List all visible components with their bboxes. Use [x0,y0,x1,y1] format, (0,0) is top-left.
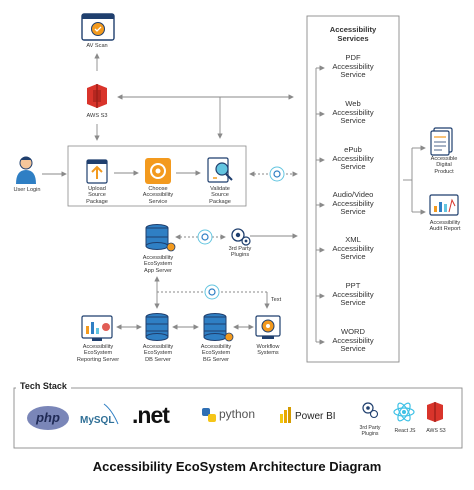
service-word: WORD Accessibility Service [332,327,374,354]
workflow-icon [255,315,281,339]
service-web: Web Accessibility Service [332,99,374,126]
page-title: Accessibility EcoSystem Architecture Dia… [92,459,382,474]
db-server-label: Accessibility EcoSystem DB Server [142,344,174,363]
services-box [306,15,400,363]
av-scan-label: AV Scan [86,43,108,49]
tech-stack-box [13,387,463,449]
mysql-logo-text: MySQL [80,415,115,426]
user-login-label: User Login [13,187,41,193]
aws-s3-icon [87,84,107,108]
upload-label: Upload Source Package [86,186,108,205]
text-label: Text [270,297,282,303]
mysql-logo-icon [103,403,119,425]
upload-icon [86,159,108,184]
service-ppt: PPT Accessibility Service [332,281,374,308]
plugins-icon [231,228,251,246]
aws-s3-logo-icon [427,402,443,422]
accessible-product-label: Accessible Digital Product [430,156,458,175]
process-box [67,145,247,207]
bg-server-label: Accessibility EcoSystem BG Server [200,344,232,363]
third-party-label: 3rd Party Plugins [228,246,252,259]
app-server-label: Accessibility EcoSystem App Server [142,255,174,274]
plugins-logo-label: 3rd Party Plugins [359,425,381,437]
service-xml: XML Accessibility Service [332,235,374,262]
validate-label: Validate Source Package [209,186,231,205]
workflow-label: Workflow Systems [256,344,280,357]
python-logo-icon [202,408,216,422]
react-logo-label: React JS [394,428,416,434]
services-heading: Accessibility Services [329,25,377,43]
service-audio-video: Audio/Video Accessibility Service [332,190,374,217]
app-server-icon [145,224,176,252]
av-scan-icon [81,13,115,41]
react-logo-icon [393,402,415,422]
services-arrow-bar [315,65,325,345]
validate-icon [207,157,233,183]
report-icon [429,194,459,216]
choose-service-icon [145,158,171,184]
output-bracket [403,145,426,215]
python-logo-text: python [219,407,256,421]
tech-stack-heading: Tech Stack [16,381,71,391]
php-logo-text: php [36,410,60,425]
service-epub: ePub Accessibility Service [332,145,374,172]
service-pdf: PDF Accessibility Service [332,53,374,80]
aws-logo-label: AWS S3 [426,428,446,434]
sync-gear-icon [204,284,220,300]
dotnet-logo-text: .net [132,402,170,428]
powerbi-logo-icon [280,407,291,423]
php-logo-icon [27,406,69,430]
audit-report-label: Accessibility Audit Report [429,220,461,233]
powerbi-logo-text: Power BI [295,411,336,422]
aws-s3-label: AWS S3 [86,113,108,119]
reporting-server-label: Accessibility EcoSystem Reporting Server [76,344,120,363]
exchange-gear-icon [269,166,285,182]
db-server-icon [145,313,169,341]
bg-server-icon [203,313,234,342]
reporting-server-icon [81,315,113,341]
api-gear-icon [197,229,213,245]
plugins-logo-icon [362,402,379,419]
choose-label: Choose Accessibility Service [142,186,174,205]
document-icon [430,127,453,156]
user-icon [16,156,36,184]
